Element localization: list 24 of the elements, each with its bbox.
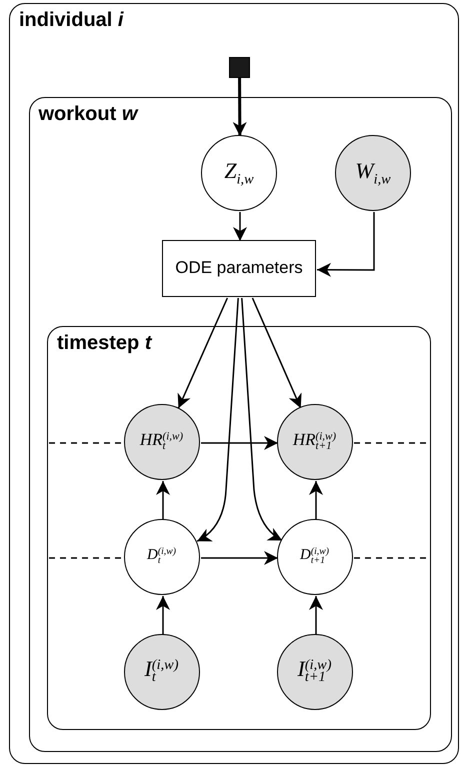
arrow: [196, 298, 239, 542]
factor-square: [228, 56, 250, 78]
arrow: [201, 436, 278, 450]
variable-label: Z$_{i,w}$: [224, 160, 254, 186]
plate-frame: [47, 326, 431, 730]
arrow: [232, 78, 247, 136]
arrow: [178, 298, 228, 409]
arrow: [241, 298, 283, 542]
plate-frame: [9, 3, 459, 764]
arrow: [309, 596, 323, 635]
box-label: ODE parameters: [175, 257, 303, 280]
plate-title: timestep t: [57, 332, 152, 355]
arrow: [156, 596, 170, 635]
arrow: [309, 481, 323, 520]
plate-title: individual i: [19, 9, 124, 32]
arrow: [201, 551, 278, 565]
variable-label: W$_{i,w}$: [355, 160, 391, 186]
arrow: [156, 481, 170, 520]
plate-title: workout w: [38, 102, 138, 126]
plate-frame: [28, 96, 452, 752]
arrow: [317, 212, 375, 277]
process-box: [162, 240, 316, 297]
arrow: [252, 298, 302, 408]
arrow: [233, 212, 247, 241]
